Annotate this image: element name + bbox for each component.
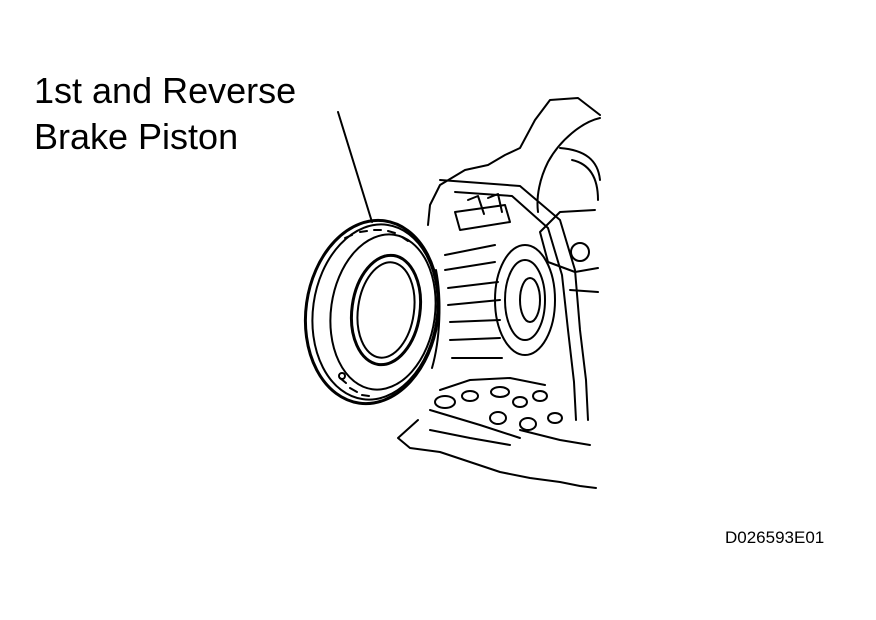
- transmission-case: [397, 97, 601, 489]
- callout-line-1: 1st and Reverse: [34, 70, 297, 111]
- brake-piston: [303, 218, 441, 406]
- figure-code: D026593E01: [725, 528, 825, 547]
- clutch-pack: [444, 193, 556, 359]
- lower-components: [429, 377, 563, 446]
- callout-line-2: Brake Piston: [34, 116, 239, 157]
- piston-callout-label: 1st and Reverse Brake Piston: [34, 68, 296, 160]
- leader-line: [337, 111, 373, 223]
